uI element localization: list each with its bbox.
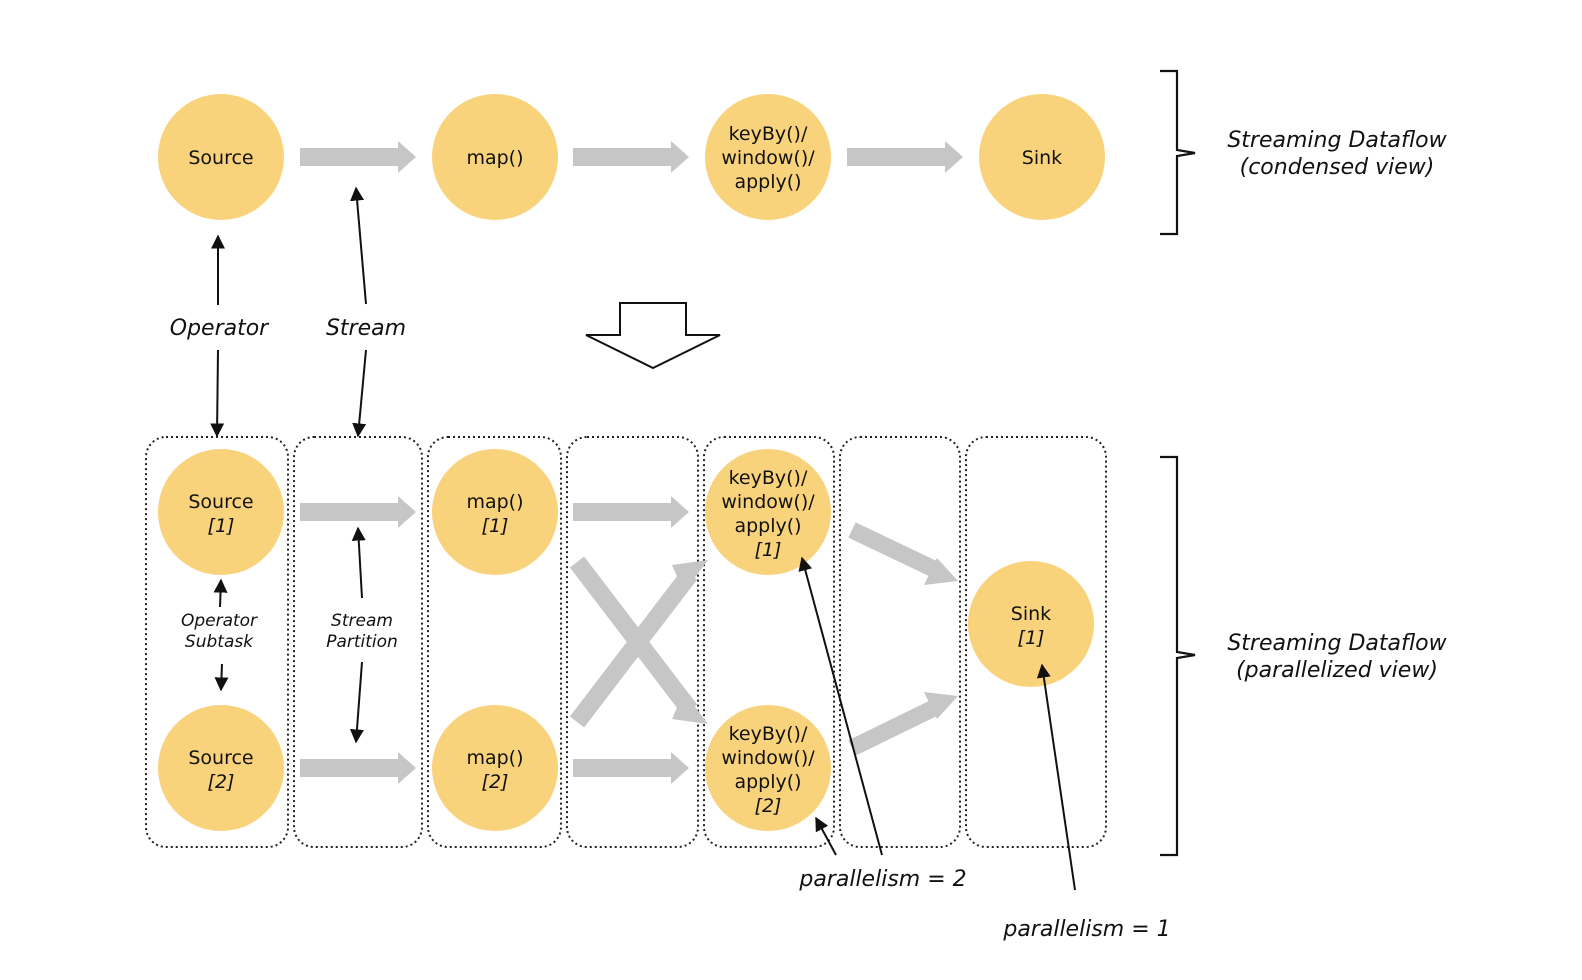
stream-partition-label-2: Partition bbox=[326, 632, 398, 652]
map-2-node bbox=[432, 705, 558, 831]
parallel-side-label-1: Streaming Dataflow bbox=[1227, 631, 1447, 656]
transition-down-arrow bbox=[585, 302, 721, 370]
keyby-1-line-3: apply() bbox=[734, 515, 801, 537]
stream-pointer-down bbox=[352, 349, 367, 438]
keyby-2-to-sink-head bbox=[924, 692, 958, 719]
condensed-source-label: Source bbox=[188, 147, 253, 169]
keyby-2-index: [2] bbox=[755, 795, 782, 817]
shuffle-bar-up bbox=[569, 568, 698, 728]
keyby-2-line-3: apply() bbox=[734, 771, 801, 793]
condensed-keyby-line-1: keyBy()/ bbox=[729, 123, 808, 145]
condensed-bracket bbox=[1160, 69, 1196, 236]
keyby-1-line-2: window()/ bbox=[721, 491, 815, 513]
parallelism-2-pointer-keyby-2 bbox=[815, 816, 837, 856]
condensed-sink-node bbox=[979, 94, 1105, 220]
source-1-index: [1] bbox=[208, 515, 235, 537]
keyby-2-line-1: keyBy()/ bbox=[729, 723, 808, 745]
condensed-keyby-line-2: window()/ bbox=[721, 147, 815, 169]
shuffle-head-down bbox=[672, 692, 708, 724]
condensed-source-node bbox=[158, 94, 284, 220]
map-2-to-keyby-2-arrow bbox=[573, 752, 689, 784]
column-box-keyby bbox=[703, 436, 835, 848]
column-box-source bbox=[145, 436, 289, 848]
subtask-pointer-up bbox=[213, 578, 228, 608]
condensed-sink-label: Sink bbox=[1022, 147, 1062, 169]
keyby-1-to-sink-bar bbox=[848, 522, 942, 579]
operator-pointer-down bbox=[210, 349, 225, 438]
condensed-side-label-1: Streaming Dataflow bbox=[1227, 128, 1447, 153]
legend-annotations: Operator Stream bbox=[170, 186, 721, 438]
partition-pointer-down bbox=[349, 661, 364, 744]
condensed-view: Source map() keyBy()/ window()/ apply() … bbox=[158, 69, 1448, 236]
condensed-side-label-2: (condensed view) bbox=[1240, 155, 1435, 180]
map-2-index: [2] bbox=[482, 771, 509, 793]
source-1-node bbox=[158, 449, 284, 575]
parallel-view: Source [1] Source [2] Operator Subtask S… bbox=[145, 436, 1448, 942]
parallel-bracket bbox=[1160, 455, 1196, 857]
parallelism-1-pointer bbox=[1036, 663, 1076, 891]
column-box-stream-3 bbox=[839, 436, 961, 848]
map-1-node bbox=[432, 449, 558, 575]
map-1-to-keyby-1-arrow bbox=[573, 496, 689, 528]
sink-1-node bbox=[968, 561, 1094, 687]
stream-pointer-up bbox=[350, 186, 367, 305]
parallelism-1-label: parallelism = 1 bbox=[1002, 917, 1170, 942]
keyby-1-index: [1] bbox=[755, 539, 782, 561]
operator-subtask-label-1: Operator bbox=[181, 611, 258, 631]
sink-1-index: [1] bbox=[1018, 627, 1045, 649]
operator-subtask-label-2: Subtask bbox=[185, 632, 254, 652]
source-2-index: [2] bbox=[208, 771, 235, 793]
keyby-2-to-sink-bar bbox=[848, 698, 942, 756]
keyby-1-node bbox=[705, 449, 831, 575]
sink-1-title: Sink bbox=[1011, 603, 1051, 625]
column-box-stream-2 bbox=[566, 436, 699, 848]
condensed-keyby-node bbox=[705, 94, 831, 220]
subtask-pointer-down bbox=[214, 663, 229, 692]
column-box-map bbox=[427, 436, 562, 848]
condensed-flow-arrow-1 bbox=[300, 141, 416, 173]
map-1-index: [1] bbox=[482, 515, 509, 537]
condensed-map-label: map() bbox=[466, 147, 523, 169]
partition-pointer-up bbox=[351, 526, 366, 599]
parallelism-2-label: parallelism = 2 bbox=[798, 867, 966, 892]
column-box-sink bbox=[965, 436, 1107, 848]
stream-partition-label-1: Stream bbox=[331, 611, 393, 631]
source-2-node bbox=[158, 705, 284, 831]
shuffle-head-up bbox=[672, 560, 708, 592]
source-1-title: Source bbox=[188, 491, 253, 513]
map-2-title: map() bbox=[466, 747, 523, 769]
stream-label: Stream bbox=[326, 316, 406, 341]
keyby-1-to-sink-head bbox=[924, 558, 958, 585]
condensed-flow-arrow-2 bbox=[573, 141, 689, 173]
keyby-1-line-1: keyBy()/ bbox=[729, 467, 808, 489]
condensed-map-node bbox=[432, 94, 558, 220]
source-1-to-map-1-arrow bbox=[300, 496, 416, 528]
keyby-2-node bbox=[705, 705, 831, 831]
operator-label: Operator bbox=[170, 316, 270, 341]
source-2-to-map-2-arrow bbox=[300, 752, 416, 784]
condensed-keyby-line-3: apply() bbox=[734, 171, 801, 193]
parallelism-2-pointer-keyby-1 bbox=[798, 556, 883, 856]
condensed-flow-arrow-3 bbox=[847, 141, 963, 173]
map-1-title: map() bbox=[466, 491, 523, 513]
source-2-title: Source bbox=[188, 747, 253, 769]
keyby-2-line-2: window()/ bbox=[721, 747, 815, 769]
parallel-side-label-2: (parallelized view) bbox=[1236, 658, 1438, 683]
